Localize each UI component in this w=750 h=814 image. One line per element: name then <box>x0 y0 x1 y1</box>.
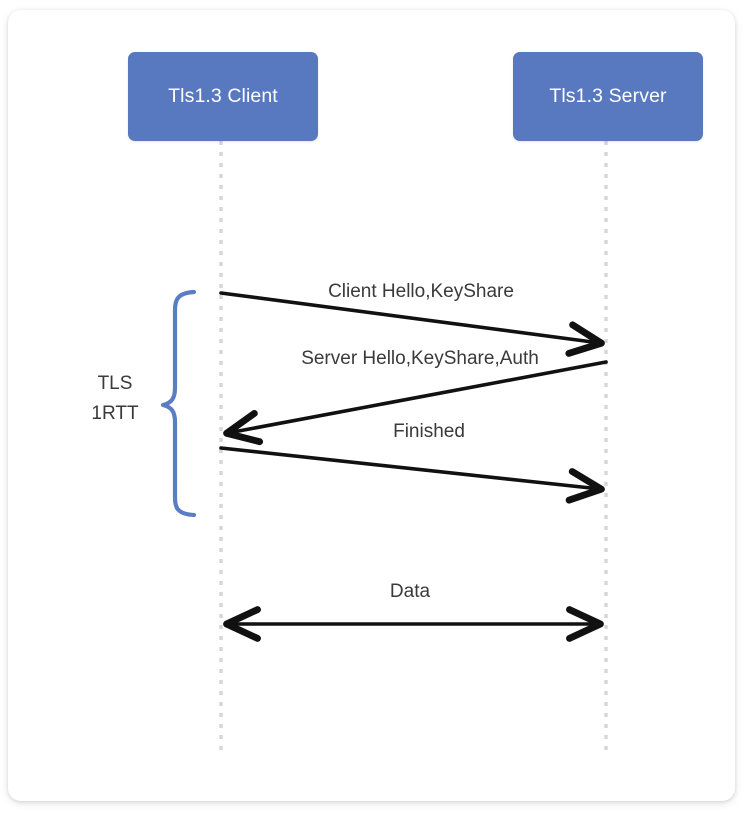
brace-label-line-2: 1RTT <box>91 403 139 424</box>
message-label-client-hello: Client Hello,KeyShare <box>328 281 514 302</box>
message-label-server-hello: Server Hello,KeyShare,Auth <box>301 348 539 369</box>
message-label-data: Data <box>389 581 431 602</box>
actor-box-server[interactable]: Tls1.3 Server <box>513 52 703 141</box>
message-arrow-finished <box>219 446 605 504</box>
message-arrow-server-hello <box>223 360 608 446</box>
brace-label-tls-1rtt: TLS 1RTT <box>76 369 154 429</box>
brace-label-line-1: TLS <box>97 373 133 394</box>
message-arrow-client-hello <box>219 291 605 357</box>
tls-1rtt-brace-icon <box>160 289 197 518</box>
message-label-finished: Finished <box>393 421 465 442</box>
actor-box-client[interactable]: Tls1.3 Client <box>128 52 318 141</box>
actor-label-client: Tls1.3 Client <box>168 85 278 107</box>
actor-label-server: Tls1.3 Server <box>549 85 667 107</box>
